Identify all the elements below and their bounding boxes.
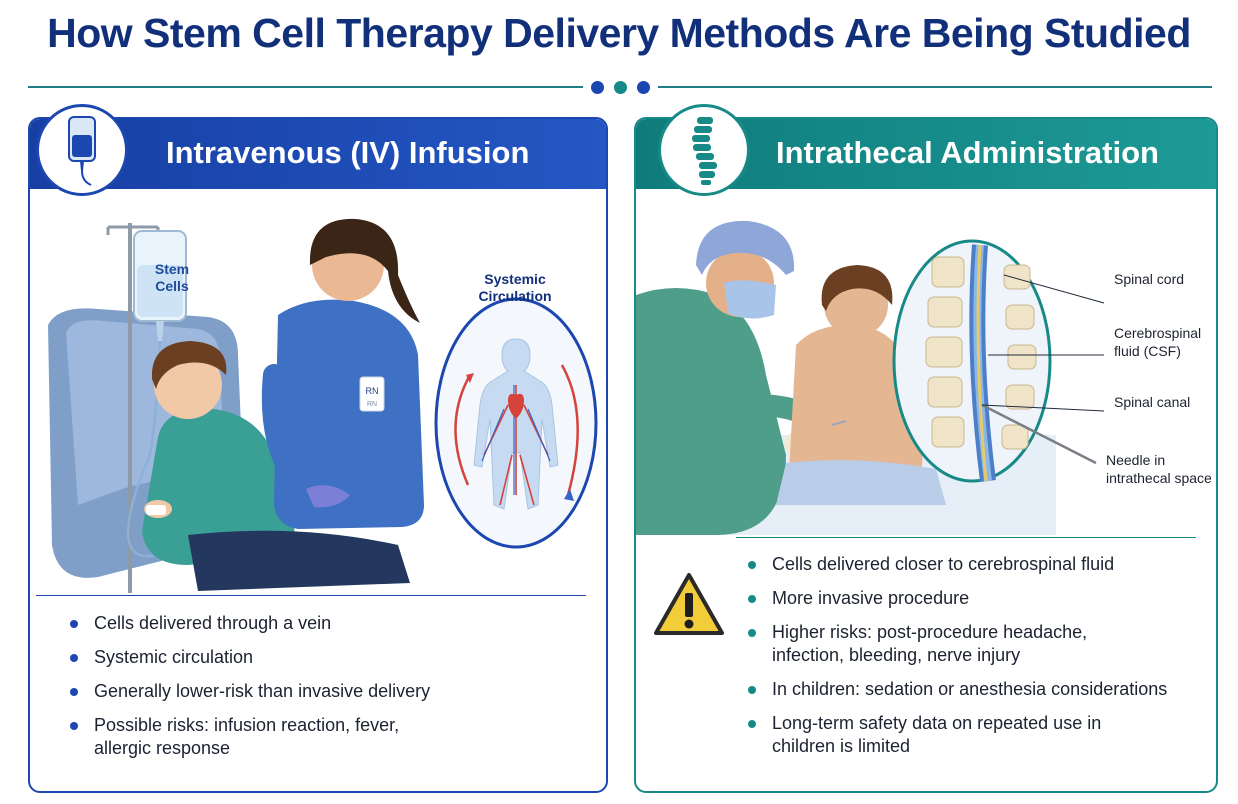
callout-csf-line2: fluid (CSF) — [1114, 343, 1181, 359]
vertebrae — [925, 256, 1037, 450]
bullet-dot-icon — [70, 620, 78, 628]
iv-bag-label: Stem Cells — [142, 261, 202, 295]
bullet-text: Generally lower-risk than invasive deliv… — [94, 681, 431, 701]
callout-needle: Needle in intrathecal space — [1106, 451, 1212, 487]
bullet-dot-icon — [70, 688, 78, 696]
iv-bag-icon — [68, 116, 96, 186]
divider-dot — [591, 81, 604, 94]
iv-bullet-list: Cells delivered through a vein Systemic … — [66, 612, 586, 760]
doctor-figure — [636, 288, 786, 535]
iv-separator — [36, 595, 586, 596]
title-divider-left — [28, 86, 583, 88]
callout-needle-line2: intrathecal space — [1106, 470, 1212, 486]
list-item: Higher risks: post-procedure headache, in… — [744, 621, 1204, 667]
list-item: More invasive procedure — [744, 587, 1204, 610]
intrathecal-heading: Intrathecal Administration — [776, 135, 1159, 170]
list-item: Cells delivered through a vein — [66, 612, 586, 635]
rn-badge-text: RN — [366, 386, 379, 396]
list-item: Possible risks: infusion reaction, fever… — [66, 714, 586, 760]
inset-title-line2: Circulation — [478, 288, 552, 304]
nurse-figure — [274, 299, 424, 529]
list-item: In children: sedation or anesthesia cons… — [744, 678, 1204, 701]
iv-bag-label-line2: Cells — [155, 278, 189, 294]
bullet-text-cont: children is limited — [772, 736, 911, 756]
warning-triangle-icon — [652, 571, 726, 637]
rn-badge-subtext: RN — [367, 401, 377, 408]
iv-bag-label-line1: Stem — [154, 261, 190, 277]
bullet-dot-icon — [748, 595, 756, 603]
callout-spinal-canal: Spinal canal — [1114, 394, 1191, 410]
bullet-text: Possible risks: infusion reaction, fever… — [94, 715, 400, 735]
bullet-text: In children: sedation or anesthesia cons… — [772, 679, 1168, 699]
bullet-text: Long-term safety data on repeated use in — [772, 713, 1102, 733]
page-title: How Stem Cell Therapy Delivery Methods A… — [47, 10, 1191, 56]
inset-title-line1: Systemic — [484, 271, 546, 287]
callout-csf-line1: Cerebrospinal — [1114, 325, 1202, 341]
list-item: Systemic circulation — [66, 646, 586, 669]
bullet-dot-icon — [70, 654, 78, 662]
bullet-text: Higher risks: post-procedure headache, — [772, 622, 1088, 642]
bullet-dot-icon — [748, 561, 756, 569]
callout-needle-line1: Needle in — [1106, 452, 1166, 468]
spine-icon — [692, 117, 717, 185]
list-item: Generally lower-risk than invasive deliv… — [66, 680, 586, 703]
iv-panel: Intravenous (IV) Infusion — [28, 117, 608, 793]
iv-illustration: RN RN — [38, 205, 598, 593]
divider-dot — [637, 81, 650, 94]
bullet-text: More invasive procedure — [772, 588, 970, 608]
bullet-dot-icon — [748, 686, 756, 694]
iv-heading: Intravenous (IV) Infusion — [166, 135, 530, 170]
bullet-text: Systemic circulation — [94, 647, 254, 667]
child-figure — [142, 408, 295, 565]
inset-title: Systemic Circulation — [460, 271, 570, 305]
bullet-text: Cells delivered closer to cerebrospinal … — [772, 554, 1115, 574]
bullet-dot-icon — [748, 629, 756, 637]
bullet-text-cont: infection, bleeding, nerve injury — [772, 645, 1021, 665]
callout-csf: Cerebrospinal fluid (CSF) — [1114, 324, 1201, 360]
bullet-dot-icon — [70, 722, 78, 730]
bullet-text: Cells delivered through a vein — [94, 613, 332, 633]
intrathecal-separator — [736, 537, 1196, 538]
intrathecal-panel: Intrathecal Administration — [634, 117, 1218, 793]
spine-badge — [658, 104, 750, 196]
intrathecal-bullet-list: Cells delivered closer to cerebrospinal … — [744, 553, 1204, 758]
iv-bag-badge — [36, 104, 128, 196]
list-item: Long-term safety data on repeated use in… — [744, 712, 1204, 758]
divider-dot — [614, 81, 627, 94]
bullet-text-cont: allergic response — [94, 738, 231, 758]
callout-spinal-cord: Spinal cord — [1114, 271, 1185, 287]
intrathecal-illustration — [636, 205, 1214, 535]
child-patient-figure — [789, 324, 923, 491]
title-divider-right — [658, 86, 1212, 88]
bullet-dot-icon — [748, 720, 756, 728]
list-item: Cells delivered closer to cerebrospinal … — [744, 553, 1204, 576]
